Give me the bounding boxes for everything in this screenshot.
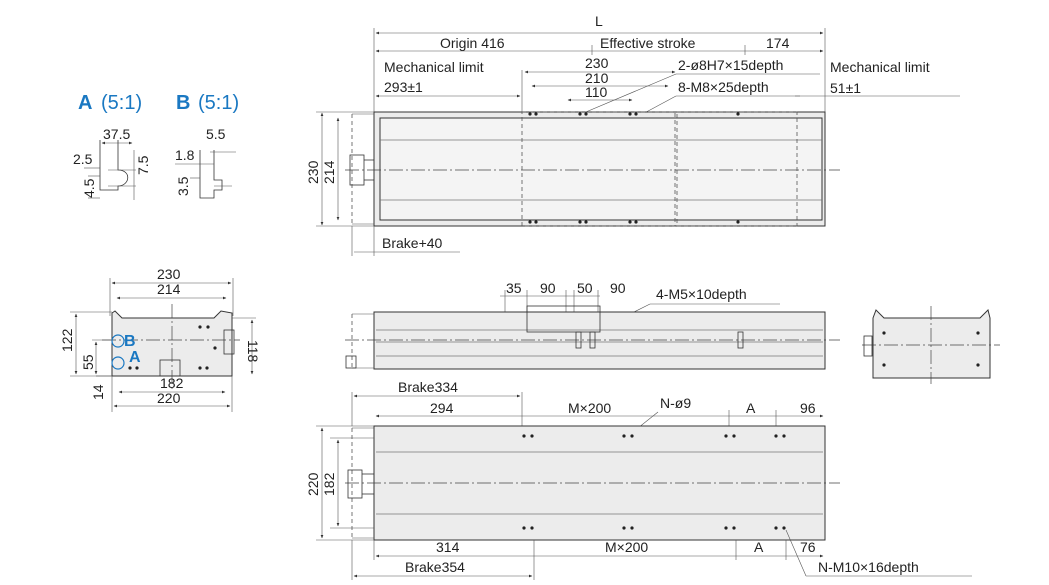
bottom-dim-brake334: Brake334 <box>398 379 458 395</box>
side-dim-90b: 90 <box>610 280 626 296</box>
top-mech-limit-right-val: 51±1 <box>830 80 861 96</box>
right-end-body <box>872 309 991 379</box>
detail-a-letter: A <box>78 92 92 114</box>
end-dim-w214: 214 <box>157 281 181 297</box>
top-dim-110: 110 <box>585 84 608 100</box>
end-label-b: B <box>124 333 136 350</box>
top-tapped-holes-note: 8-M8×25depth <box>678 79 769 95</box>
end-dim-w182: 182 <box>160 375 184 391</box>
top-dim-l: L <box>595 13 603 29</box>
side-dim-90a: 90 <box>540 280 556 296</box>
bottom-dim-a-top: A <box>746 400 756 416</box>
detail-a-marker <box>111 356 125 370</box>
detail-b-dim-1-8: 1.8 <box>175 147 195 163</box>
top-holes <box>528 112 740 224</box>
detail-b-dim-5-5: 5.5 <box>206 126 226 142</box>
bottom-dim-314: 314 <box>436 539 460 555</box>
bottom-dim-96: 96 <box>800 400 816 416</box>
right-end-view <box>862 306 1000 384</box>
top-view: L Origin 416 Effective stroke 174 Mechan… <box>305 13 960 256</box>
end-holes <box>128 325 217 370</box>
top-dim-230: 230 <box>585 55 609 71</box>
end-view: 230 214 B A 122 118 55 14 18 <box>59 266 261 412</box>
bottom-m10-note: N-M10×16depth <box>818 559 919 575</box>
bottom-dim-294: 294 <box>430 400 454 416</box>
detail-a-dim-37-5: 37.5 <box>103 126 130 142</box>
top-dim-effective-stroke: Effective stroke <box>600 35 696 51</box>
side-m5-note: 4-M5×10depth <box>656 286 747 302</box>
bottom-dim-mx200-top: M×200 <box>568 400 611 416</box>
bottom-n-hole-note: N-ø9 <box>660 395 691 411</box>
end-dim-w230: 230 <box>157 266 181 282</box>
top-mech-limit-left: Mechanical limit <box>384 59 484 75</box>
detail-views: A (5:1) B (5:1) 37.5 2.5 7.5 4.5 <box>73 92 239 200</box>
detail-a-dim-7-5: 7.5 <box>135 155 151 175</box>
top-mech-limit-left-val: 293±1 <box>384 79 423 95</box>
detail-b-drawing: 5.5 1.8 3.5 <box>175 126 236 199</box>
side-dim-35: 35 <box>506 280 522 296</box>
bottom-dim-brake354: Brake354 <box>405 559 465 575</box>
bottom-holes <box>522 434 786 530</box>
end-dim-h14: 14 <box>90 384 106 400</box>
side-view-body <box>373 311 826 370</box>
top-dim-origin: Origin 416 <box>440 35 505 51</box>
top-mech-limit-right: Mechanical limit <box>830 59 930 75</box>
detail-b-dim-3-5: 3.5 <box>175 176 191 196</box>
side-view: 35 90 50 90 4-M5×10depth <box>345 280 840 370</box>
end-dim-h122: 122 <box>59 328 75 352</box>
top-dim-210: 210 <box>585 70 609 86</box>
top-dim-174: 174 <box>766 35 790 51</box>
bottom-dim-76: 76 <box>800 539 816 555</box>
bottom-view: Brake334 294 M×200 N-ø9 A 96 <box>305 379 972 580</box>
detail-a-dim-4-5: 4.5 <box>81 178 97 198</box>
end-dim-h118: 118 <box>245 340 261 363</box>
bottom-dim-h220: 220 <box>305 472 321 496</box>
bottom-dim-a-bot: A <box>754 539 764 555</box>
end-dim-h55: 55 <box>80 354 96 370</box>
detail-b-letter: B <box>176 92 190 114</box>
top-dim-brake40: Brake+40 <box>382 235 443 251</box>
side-dim-50: 50 <box>577 280 593 296</box>
detail-a-scale: (5:1) <box>101 92 142 114</box>
end-label-a: A <box>129 349 141 366</box>
bottom-dim-mx200-bot: M×200 <box>605 539 648 555</box>
top-pin-holes-note: 2-ø8H7×15depth <box>678 57 783 73</box>
detail-a-dim-2-5: 2.5 <box>73 151 93 167</box>
top-dim-h214: 214 <box>321 160 337 184</box>
detail-b-scale: (5:1) <box>198 92 239 114</box>
end-dim-w220: 220 <box>157 390 181 406</box>
detail-a-drawing: 37.5 2.5 7.5 4.5 <box>73 126 151 200</box>
bottom-dim-h182: 182 <box>321 472 337 496</box>
detail-b-marker <box>111 334 125 348</box>
top-dim-h230: 230 <box>305 160 321 184</box>
